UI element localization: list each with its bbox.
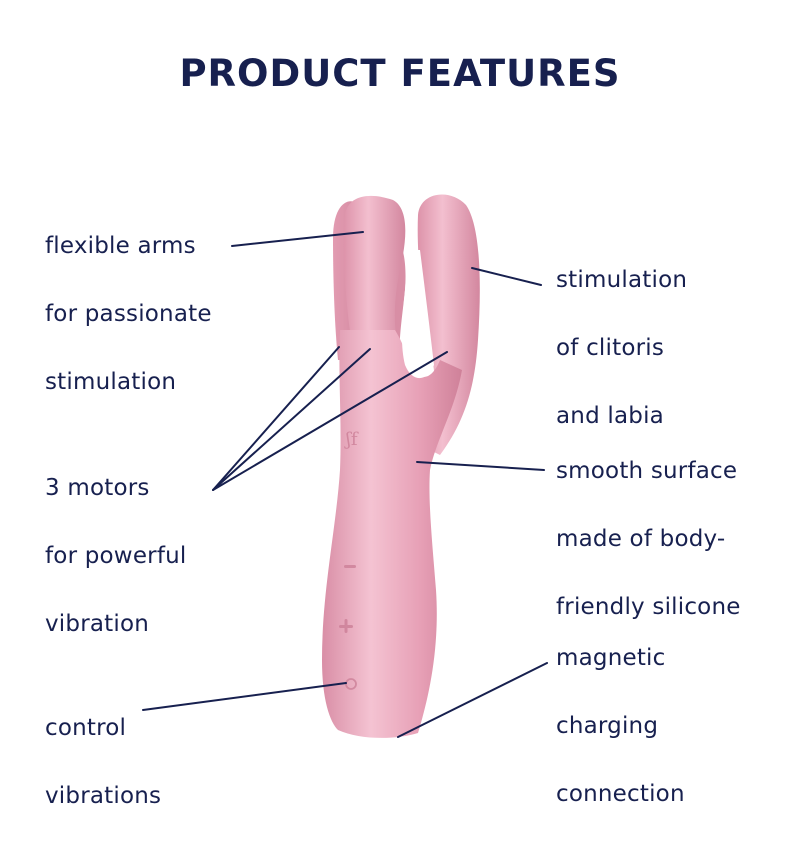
minus-icon bbox=[344, 565, 356, 568]
callout-line-motor-3 bbox=[212, 351, 448, 491]
product-body bbox=[322, 330, 462, 738]
callout-line-control-vibrations bbox=[142, 682, 347, 711]
feature-line: vibration bbox=[45, 611, 150, 637]
feature-line: 3 motors bbox=[45, 475, 150, 501]
feature-magnetic-charging: magnetic charging connection bbox=[556, 607, 685, 845]
feature-three-motors: 3 motors for powerful vibration bbox=[45, 437, 187, 675]
callout-line-magnetic-charging bbox=[397, 662, 548, 738]
feature-line: flexible arms bbox=[45, 233, 196, 259]
feature-flexible-arms: flexible arms for passionate stimulation bbox=[45, 195, 212, 433]
product-notch bbox=[401, 250, 434, 379]
feature-line: stimulation bbox=[45, 369, 177, 395]
feature-line: and labia bbox=[556, 403, 664, 429]
feature-line: charging bbox=[556, 713, 659, 739]
feature-control-vibrations: control vibrations bbox=[45, 677, 161, 847]
feature-line: friendly silicone bbox=[556, 594, 741, 620]
callout-line-motor-1 bbox=[212, 346, 340, 491]
feature-line: stimulation bbox=[556, 267, 688, 293]
product-illustration: ʃf bbox=[142, 194, 548, 738]
feature-line: for passionate bbox=[45, 301, 212, 327]
product-arm-right bbox=[417, 194, 480, 455]
feature-stimulation-clitoris: stimulation of clitoris and labia bbox=[556, 229, 687, 467]
callout-line-smooth-surface bbox=[416, 461, 545, 471]
plus-icon bbox=[339, 619, 353, 633]
feature-line: control bbox=[45, 715, 127, 741]
feature-line: smooth surface bbox=[556, 458, 738, 484]
feature-line: for powerful bbox=[45, 543, 187, 569]
callout-line-stimulation-clitoris bbox=[471, 267, 542, 286]
feature-line: vibrations bbox=[45, 783, 162, 809]
page-title: PRODUCT FEATURES bbox=[179, 52, 621, 95]
callout-line-motor-2 bbox=[212, 348, 371, 491]
feature-line: magnetic bbox=[556, 645, 666, 671]
feature-line: made of body- bbox=[556, 526, 726, 552]
feature-smooth-surface: smooth surface made of body- friendly si… bbox=[556, 420, 741, 658]
brand-logo-icon: ʃf bbox=[344, 429, 359, 450]
feature-line: of clitoris bbox=[556, 335, 665, 361]
callout-line-flexible-arms bbox=[231, 231, 364, 247]
feature-line: connection bbox=[556, 781, 685, 807]
